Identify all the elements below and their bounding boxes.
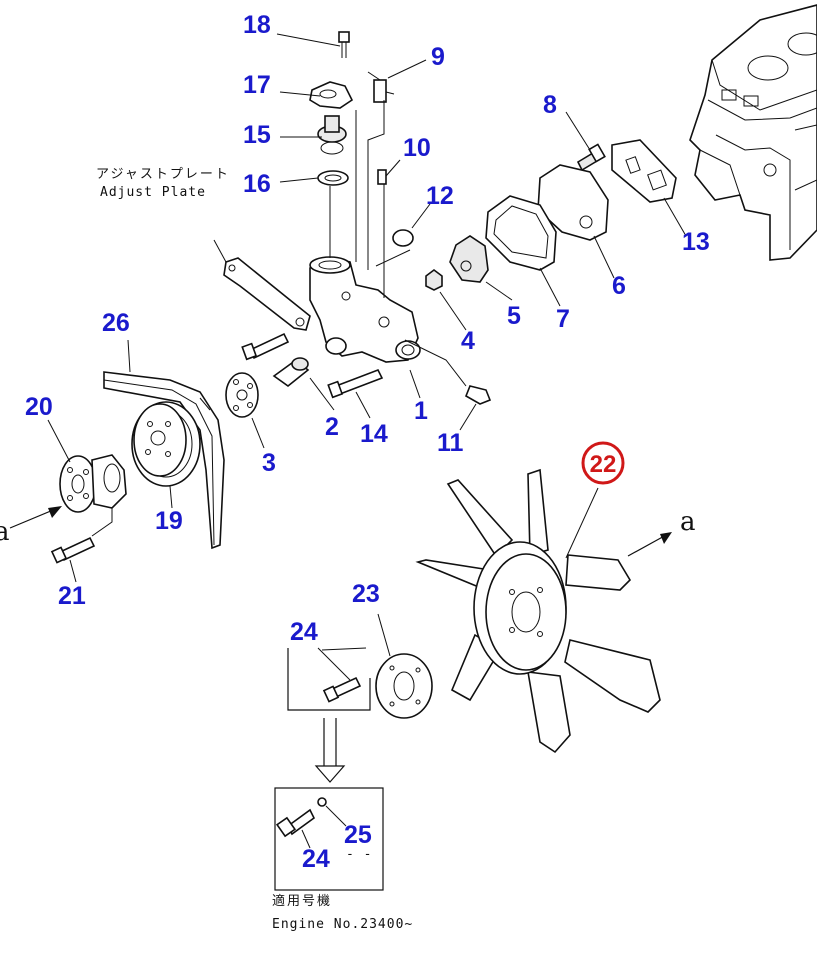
bolt-box-24 [287, 648, 371, 711]
v-belt-26 [103, 371, 225, 550]
adjust-plate-label-en: Adjust Plate [100, 185, 206, 200]
switch-9 [367, 71, 395, 103]
impeller-housing-5 [449, 235, 489, 283]
bolt-upper [241, 332, 290, 361]
arrow-a-left-label: a [0, 517, 10, 547]
seal-16 [317, 170, 349, 186]
bolt-18 [338, 31, 350, 58]
gasket-12 [392, 229, 414, 247]
callout-2: 2 [325, 413, 339, 441]
callout-1: 1 [414, 397, 428, 425]
callout-4: 4 [461, 327, 475, 355]
callout-22[interactable]: 22 [590, 451, 617, 478]
callout-12: 12 [426, 182, 454, 210]
callout-20: 20 [25, 393, 53, 421]
engine-block [689, 4, 817, 261]
callout-24-bottom: 24 [302, 845, 330, 873]
callout-16: 16 [243, 170, 271, 198]
callout-7: 7 [556, 305, 570, 333]
arrow-a-right [627, 532, 672, 557]
sensor-11 [464, 385, 492, 405]
adjust-plate [223, 257, 311, 331]
spacer-23 [375, 653, 433, 719]
bolt-21 [50, 536, 96, 564]
callout-18: 18 [243, 11, 271, 39]
crank-hub-20 [59, 454, 127, 513]
plug-10 [377, 169, 387, 185]
callout-9: 9 [431, 43, 445, 71]
callout-25: 25 [344, 821, 372, 849]
callout-21: 21 [58, 582, 86, 610]
bolt-14 [327, 368, 384, 399]
leader-lines [47, 33, 687, 849]
callout-14: 14 [360, 420, 388, 448]
gasket-7 [485, 195, 557, 271]
callout-26: 26 [102, 309, 130, 337]
callout-6: 6 [612, 272, 626, 300]
callout-19: 19 [155, 507, 183, 535]
engine-bolt-box [274, 787, 384, 891]
bolt-8 [576, 143, 606, 172]
callout-3: 3 [262, 449, 276, 477]
thermostat-cover-gasket-13 [611, 139, 677, 203]
adjust-plate-label-jp: アジャストプレート [96, 167, 230, 182]
water-pump-body-1 [309, 256, 421, 363]
callout-10: 10 [403, 134, 431, 162]
crank-pulley-19 [131, 401, 201, 487]
callout-15: 15 [243, 121, 271, 149]
engine-number-label: Engine No.23400~ [272, 917, 413, 932]
callout-8: 8 [543, 91, 557, 119]
callout-22-highlight[interactable]: 22 [581, 441, 625, 485]
nut-4 [425, 269, 443, 291]
pulley-hub-3 [225, 372, 259, 418]
engine-label-jp: 適用号機 [272, 893, 332, 909]
callout-24-top: 24 [290, 618, 318, 646]
callout-13: 13 [682, 228, 710, 256]
down-arrow [314, 718, 346, 783]
callout-11: 11 [437, 429, 464, 457]
spacer-2 [272, 357, 310, 388]
callout-17: 17 [243, 71, 271, 99]
thermostat-cover-17 [309, 81, 354, 109]
thermostat-15 [317, 115, 347, 155]
arrow-a-left [9, 506, 62, 529]
callout-5: 5 [507, 302, 521, 330]
arrow-a-right-label: a [680, 507, 696, 537]
dash-mark: - - [346, 847, 372, 862]
cooling-fan-22 [415, 468, 661, 754]
callout-23: 23 [352, 580, 380, 608]
